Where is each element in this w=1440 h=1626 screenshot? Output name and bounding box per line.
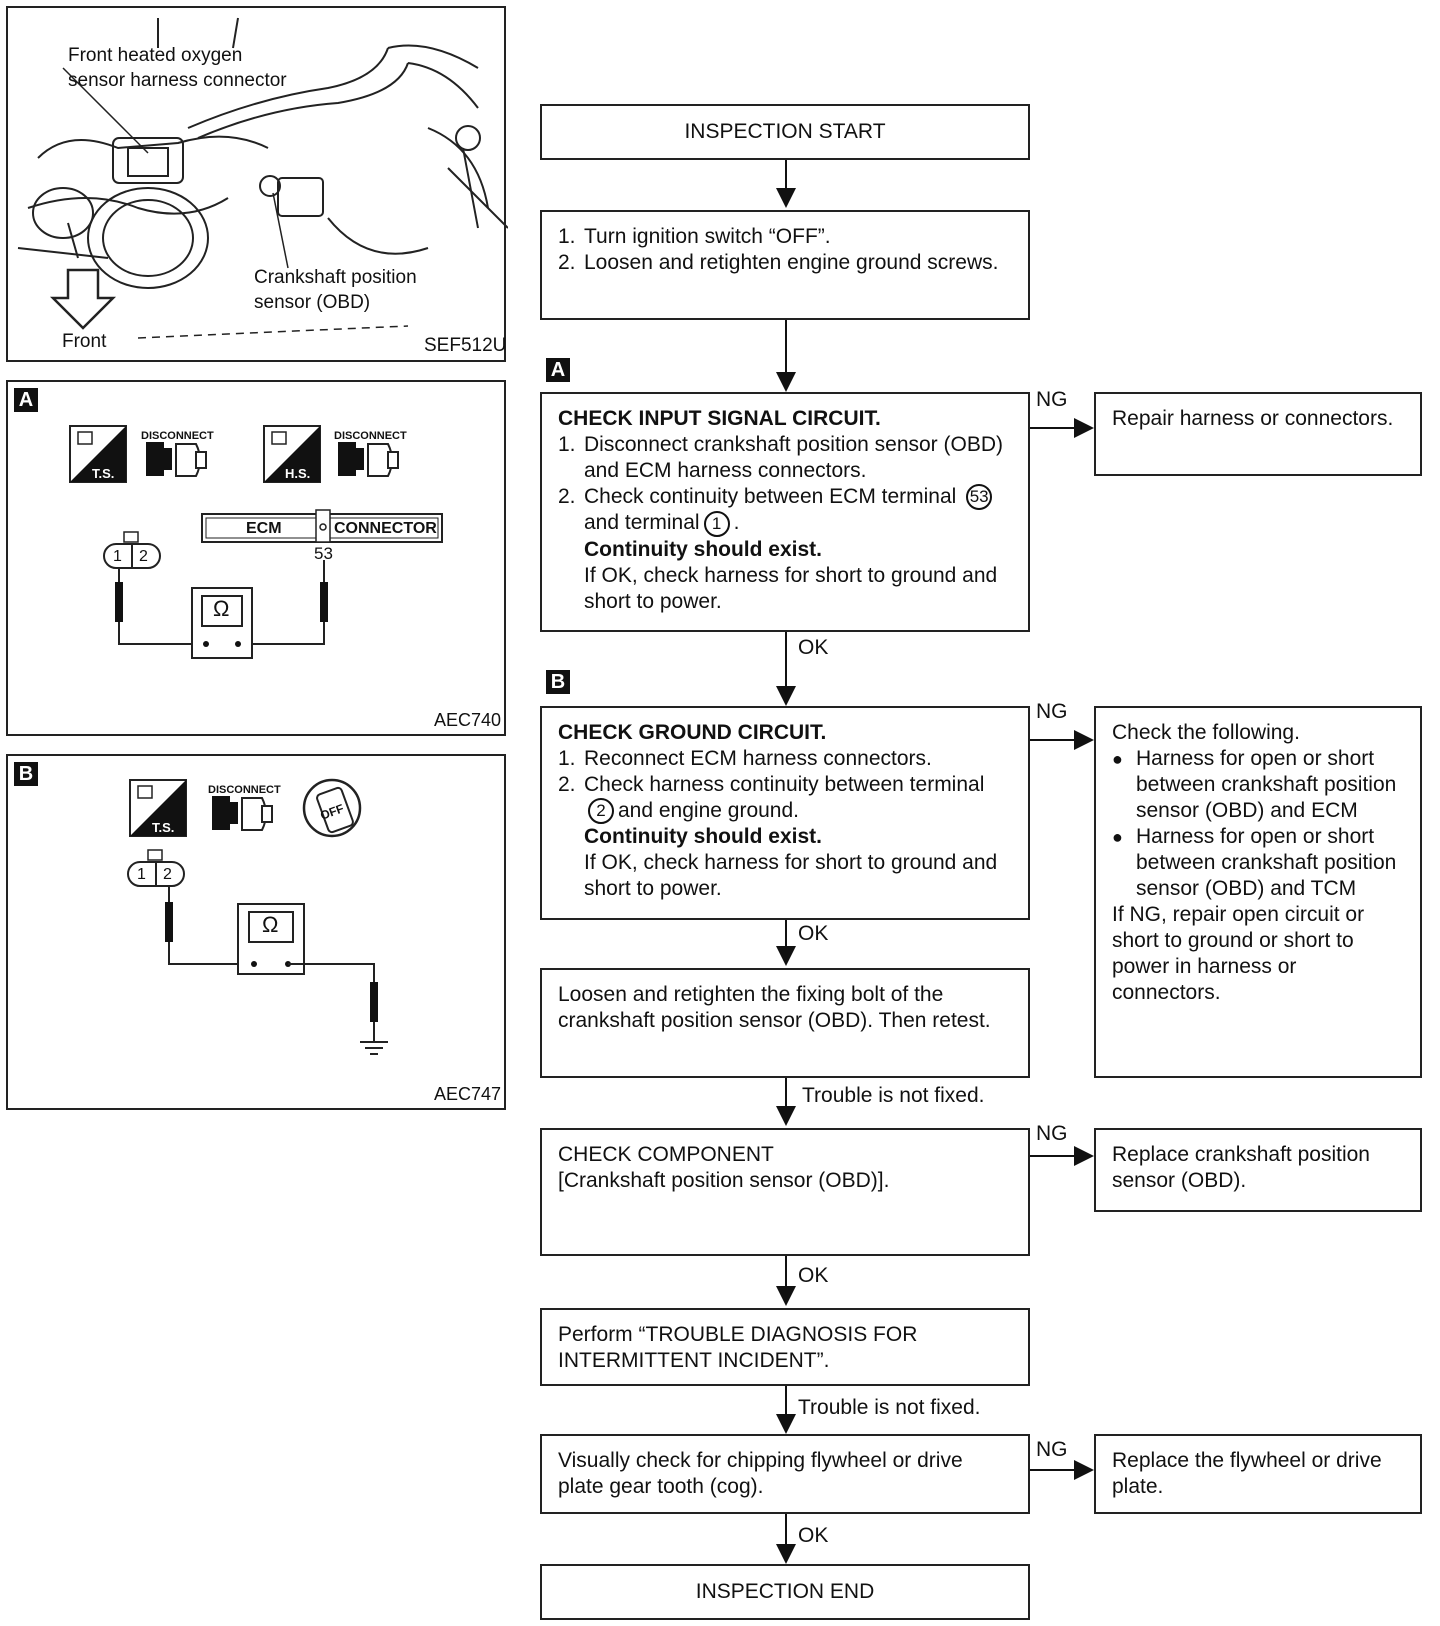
check-following-box: Check the following. Harness for open or…	[1094, 706, 1422, 1078]
diagram-b-tag: B	[14, 762, 38, 786]
disconnect-label-1: DISCONNECT	[141, 430, 214, 442]
perform-box: Perform “TROUBLE DIAGNOSIS FOR INTERMITT…	[540, 1308, 1030, 1386]
check-input-box: CHECK INPUT SIGNAL CIRCUIT. 1.Disconnect…	[540, 392, 1030, 632]
step1-box: 1.Turn ignition switch “OFF”. 2.Loosen a…	[540, 210, 1030, 320]
pin-1-label: 1	[113, 548, 122, 565]
terminal-53-symbol: 53	[966, 484, 993, 511]
terminal-2-symbol: 2	[588, 798, 614, 825]
not-fixed-label-2: Trouble is not fixed.	[798, 1396, 981, 1419]
connector-label: CONNECTOR	[334, 520, 437, 537]
check-ground-note: If OK, check harness for short to ground…	[584, 851, 998, 901]
diagram-a-tag: A	[14, 388, 38, 412]
ignition-off-icon	[302, 778, 362, 838]
engine-drawing	[17, 17, 508, 339]
hs-icon	[263, 425, 321, 483]
replace-sensor-box: Replace crankshaft position sensor (OBD)…	[1094, 1128, 1422, 1212]
figure-code: SEF512U	[424, 335, 507, 356]
ecm-label: ECM	[246, 520, 282, 537]
disconnect-icon-2	[338, 442, 399, 477]
pin-2-label-b: 2	[163, 866, 172, 883]
ohm-icon: Ω	[213, 596, 230, 621]
inspection-start-box: INSPECTION START	[540, 104, 1030, 160]
repair-harness-box: Repair harness or connectors.	[1094, 392, 1422, 476]
loosen-text: Loosen and retighten the fixing bolt of …	[558, 983, 991, 1032]
ts-icon-b	[129, 779, 187, 837]
ts-label-b: T.S.	[152, 820, 175, 835]
check-component-box: CHECK COMPONENT [Crankshaft position sen…	[540, 1128, 1030, 1256]
step1-item-2: 2.Loosen and retighten engine ground scr…	[558, 251, 999, 274]
ok-label-4: OK	[798, 1524, 829, 1547]
check-ground-item-2: 2.Check harness continuity between termi…	[558, 772, 1012, 825]
check-ground-item-1: 1.Reconnect ECM harness connectors.	[558, 747, 932, 770]
inspection-end-box: INSPECTION END	[540, 1564, 1030, 1620]
engine-illustration: Front heated oxygen sensor harness conne…	[6, 6, 508, 362]
ok-label-1: OK	[798, 636, 829, 659]
flow-tag-b: B	[546, 670, 570, 694]
figure-code-b: AEC747	[434, 1084, 502, 1104]
check-component-title: CHECK COMPONENT	[558, 1143, 774, 1166]
diagram-b-drawing	[127, 778, 388, 1055]
diagram-a: A	[6, 380, 506, 736]
perform-text: Perform “TROUBLE DIAGNOSIS FOR INTERMITT…	[558, 1323, 918, 1372]
figure-code-a: AEC740	[434, 710, 502, 730]
loosen-box: Loosen and retighten the fixing bolt of …	[540, 968, 1030, 1078]
ng-label-2: NG	[1036, 700, 1068, 723]
ng-label-1: NG	[1036, 388, 1068, 411]
check-input-item-2: 2.Check continuity between ECM terminal …	[558, 484, 1012, 537]
check-following-title: Check the following.	[1112, 721, 1300, 744]
check-input-note: If OK, check harness for short to ground…	[584, 563, 998, 613]
visual-check-box: Visually check for chipping flywheel or …	[540, 1434, 1030, 1514]
ts-icon	[69, 425, 127, 483]
label-crankshaft-line1: Crankshaft position	[254, 267, 417, 288]
step1-item-1: 1.Turn ignition switch “OFF”.	[558, 225, 831, 248]
ok-label-3: OK	[798, 1264, 829, 1287]
inspection-start-text: INSPECTION START	[684, 120, 886, 143]
check-ground-title: CHECK GROUND CIRCUIT.	[558, 721, 827, 744]
repair-harness-text: Repair harness or connectors.	[1112, 407, 1394, 430]
disconnect-icon-1	[146, 442, 207, 477]
disconnect-icon-b	[212, 796, 273, 831]
hs-label: H.S.	[285, 466, 311, 481]
terminal-1-symbol: 1	[703, 510, 730, 537]
replace-flywheel-box: Replace the flywheel or drive plate.	[1094, 1434, 1422, 1514]
visual-check-text: Visually check for chipping flywheel or …	[558, 1449, 963, 1498]
check-input-title: CHECK INPUT SIGNAL CIRCUIT.	[558, 407, 881, 430]
replace-sensor-text: Replace crankshaft position sensor (OBD)…	[1112, 1143, 1370, 1192]
check-component-sub: [Crankshaft position sensor (OBD)].	[558, 1169, 890, 1192]
check-ground-should: Continuity should exist.	[584, 825, 823, 849]
replace-flywheel-text: Replace the flywheel or drive plate.	[1112, 1449, 1382, 1498]
diagram-b: B DISCONNECT T.S.	[6, 754, 506, 1110]
check-following-note: If NG, repair open circuit or short to g…	[1112, 903, 1365, 1004]
check-input-item-1: 1.Disconnect crankshaft position sensor …	[558, 433, 1004, 482]
inspection-end-text: INSPECTION END	[695, 1580, 875, 1603]
label-oxygen-sensor-line1: Front heated oxygen	[68, 45, 243, 66]
ok-label-2: OK	[798, 922, 829, 945]
check-input-should: Continuity should exist.	[584, 537, 823, 561]
ts-label: T.S.	[92, 466, 115, 481]
ng-label-3: NG	[1036, 1122, 1068, 1145]
disconnect-label-b: DISCONNECT	[208, 784, 281, 796]
ng-label-4: NG	[1036, 1438, 1068, 1461]
terminal-53-label: 53	[314, 544, 333, 563]
check-ground-box: CHECK GROUND CIRCUIT. 1.Reconnect ECM ha…	[540, 706, 1030, 920]
label-front: Front	[62, 331, 107, 352]
ohm-icon-b: Ω	[262, 912, 279, 937]
flow-tag-a: A	[546, 358, 570, 382]
check-following-bullet-1: Harness for open or short between cranks…	[1112, 746, 1404, 824]
diagram-a-drawing	[69, 425, 443, 659]
label-crankshaft-line2: sensor (OBD)	[254, 292, 371, 313]
not-fixed-label-1: Trouble is not fixed.	[802, 1084, 985, 1107]
label-oxygen-sensor-line2: sensor harness connector	[68, 70, 287, 91]
disconnect-label-2: DISCONNECT	[334, 430, 407, 442]
pin-2-label: 2	[139, 548, 148, 565]
pin-1-label-b: 1	[137, 866, 146, 883]
check-following-bullet-2: Harness for open or short between cranks…	[1112, 824, 1404, 902]
